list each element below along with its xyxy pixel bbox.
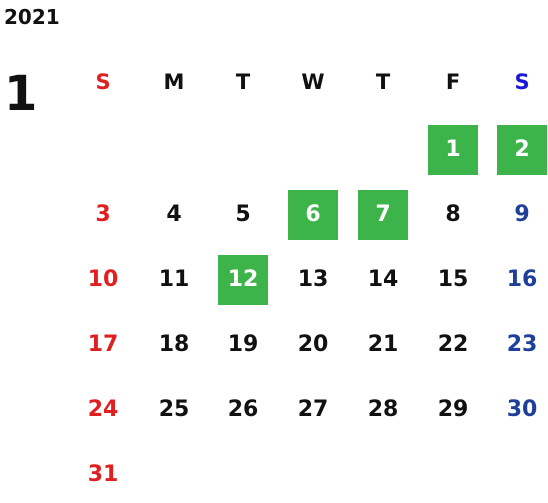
calendar-day-6[interactable]: 6 [305, 202, 321, 227]
calendar-day-18[interactable]: 18 [158, 332, 190, 357]
calendar-day-22[interactable]: 22 [437, 332, 469, 357]
weekday-header-fri: F [445, 70, 461, 94]
calendar-day-25[interactable]: 25 [158, 397, 190, 422]
calendar-day-20[interactable]: 20 [297, 332, 329, 357]
calendar-day-11[interactable]: 11 [158, 267, 190, 292]
highlight-box [428, 125, 478, 175]
weekday-header-wed: W [301, 70, 325, 94]
highlight-box [358, 190, 408, 240]
calendar-day-10[interactable]: 10 [87, 267, 119, 292]
weekday-header-sat: S [514, 70, 530, 94]
calendar-day-31[interactable]: 31 [87, 462, 119, 487]
calendar-day-24[interactable]: 24 [87, 397, 119, 422]
calendar-day-13[interactable]: 13 [297, 267, 329, 292]
weekday-header-thu: T [375, 70, 391, 94]
calendar-month: 1 [4, 66, 38, 122]
calendar-day-4[interactable]: 4 [166, 202, 182, 227]
calendar-day-9[interactable]: 9 [514, 202, 530, 227]
calendar-day-5[interactable]: 5 [235, 202, 251, 227]
weekday-header-sun: S [95, 70, 111, 94]
weekday-header-tue: T [235, 70, 251, 94]
calendar-year: 2021 [4, 5, 60, 29]
calendar-day-30[interactable]: 30 [506, 397, 538, 422]
highlight-box [497, 125, 547, 175]
calendar-day-26[interactable]: 26 [227, 397, 259, 422]
highlight-box [288, 190, 338, 240]
calendar-day-29[interactable]: 29 [437, 397, 469, 422]
calendar-day-15[interactable]: 15 [437, 267, 469, 292]
calendar-day-1[interactable]: 1 [445, 137, 461, 162]
calendar-day-3[interactable]: 3 [95, 202, 111, 227]
calendar-day-27[interactable]: 27 [297, 397, 329, 422]
calendar-day-19[interactable]: 19 [227, 332, 259, 357]
calendar-day-12[interactable]: 12 [227, 267, 259, 292]
calendar-day-28[interactable]: 28 [367, 397, 399, 422]
calendar-day-2[interactable]: 2 [514, 137, 530, 162]
calendar-day-16[interactable]: 16 [506, 267, 538, 292]
calendar-day-14[interactable]: 14 [367, 267, 399, 292]
calendar-day-17[interactable]: 17 [87, 332, 119, 357]
calendar-day-21[interactable]: 21 [367, 332, 399, 357]
highlight-box [218, 255, 268, 305]
calendar-day-7[interactable]: 7 [375, 202, 391, 227]
calendar-day-23[interactable]: 23 [506, 332, 538, 357]
calendar-day-8[interactable]: 8 [445, 202, 461, 227]
weekday-header-mon: M [163, 70, 185, 94]
